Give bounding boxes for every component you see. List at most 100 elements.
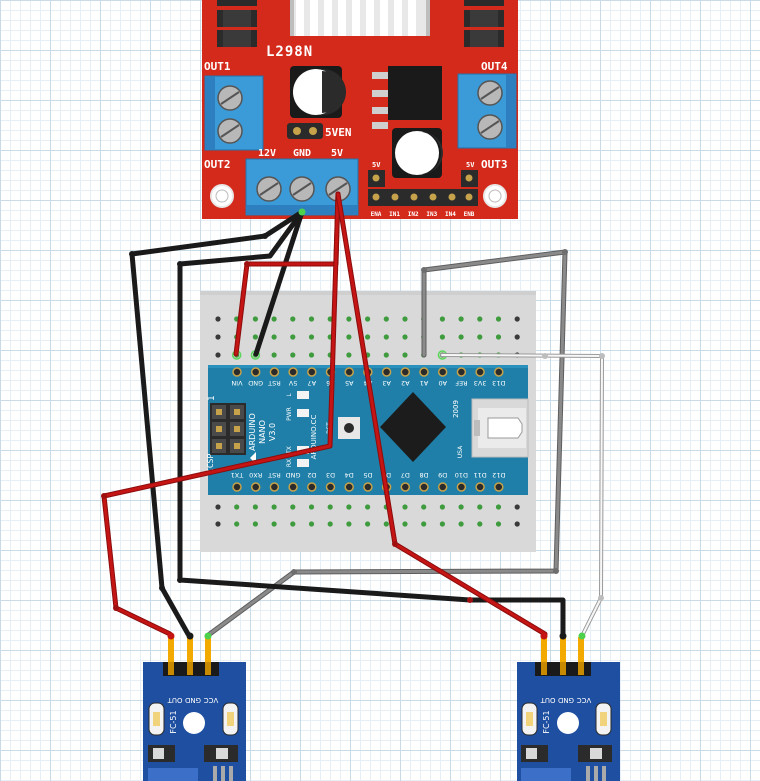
nano-pin-label-a5: A5 <box>345 379 354 387</box>
breadboard-hole <box>271 521 277 527</box>
breadboard-hole <box>402 504 408 510</box>
nano-pin-pad <box>437 482 448 492</box>
breadboard-hole <box>271 504 277 510</box>
breadboard-hole <box>252 521 258 527</box>
5ven-jumper <box>287 123 323 139</box>
breadboard-hole <box>439 334 445 340</box>
out2-label: OUT2 <box>204 158 231 171</box>
reset-button-icon <box>344 423 354 433</box>
breadboard-hole <box>346 521 352 527</box>
nano-pin-pad <box>288 367 298 377</box>
sensor-left-pin-vcc: VCC <box>204 696 219 704</box>
breadboard-hole <box>252 504 258 510</box>
breadboard-hole <box>458 334 464 340</box>
breadboard-hole <box>346 352 352 358</box>
breadboard-hole <box>290 352 296 358</box>
board-version: V3.0 <box>268 423 277 441</box>
breadboard-hole <box>458 316 464 322</box>
ir-sensor-left: OUT GND VCC FC-51 <box>143 662 246 781</box>
control-pin-label-in1: IN1 <box>389 211 400 218</box>
potentiometer-icon <box>148 768 198 781</box>
breadboard-hole <box>458 521 464 527</box>
mini-usb-port-icon <box>471 398 529 458</box>
sensor-left-pin-gnd: GND <box>185 696 201 704</box>
nano-pin-pad <box>344 367 354 377</box>
nano-pin-label-gnd: GND <box>286 471 301 479</box>
wire-black-gnd-nano[interactable] <box>253 209 305 357</box>
nano-pin-label-d2: D2 <box>307 471 316 479</box>
sensor-left-pin-out: OUT <box>167 696 183 704</box>
breadboard-hole <box>421 504 427 510</box>
breadboard-hole <box>271 352 277 358</box>
nano-pin-pad <box>475 367 485 377</box>
nano-pin-label-d13: D13 <box>492 379 505 387</box>
heatsink-icon <box>290 0 430 36</box>
l298n-driver-module: L298N OUT1 OUT4 <box>202 0 518 219</box>
sensor-right-pin-gnd: GND <box>558 696 574 704</box>
board-usa-label: USA <box>457 445 464 458</box>
breadboard-hole <box>383 352 389 358</box>
breadboard-hole <box>215 521 221 527</box>
mounting-hole-icon <box>183 712 205 734</box>
nano-pin-label-rst: RST <box>268 471 281 479</box>
board-subname: NANO <box>258 420 267 444</box>
nano-pin-label-a1: A1 <box>420 379 429 387</box>
nano-pin-pad <box>307 367 317 377</box>
led-rx-label: RX <box>286 459 293 467</box>
breadboard-hole <box>308 504 315 510</box>
nano-pin-pad <box>232 367 242 377</box>
nano-pin-pad <box>232 482 242 492</box>
nano-pin-label-d6: D6 <box>382 471 391 479</box>
out3-label: OUT3 <box>481 158 508 171</box>
breadboard-hole <box>234 504 240 510</box>
breadboard-hole <box>421 521 427 527</box>
nano-pin-label-rx0: RX0 <box>249 471 262 479</box>
5v-label: 5V <box>331 148 343 159</box>
control-pin-label-in4: IN4 <box>445 211 456 218</box>
12v-label: 12V <box>258 148 276 159</box>
nano-pin-pad <box>250 482 261 492</box>
nano-pin-pad <box>475 482 485 492</box>
voltage-regulator-icon <box>372 66 442 129</box>
nano-pin-pad <box>400 482 411 492</box>
breadboard-hole <box>365 316 371 322</box>
nano-pin-label-a0: A0 <box>438 379 447 387</box>
led-l-label: L <box>286 393 293 397</box>
breadboard-hole <box>308 316 315 322</box>
nano-pin-label-d5: D5 <box>363 471 372 479</box>
nano-pin-label-d12: D12 <box>492 471 505 479</box>
breadboard-hole <box>365 334 371 340</box>
breadboard-hole <box>383 521 389 527</box>
board-site: ARDUINO.CC <box>310 415 318 460</box>
breadboard-hole <box>271 316 277 322</box>
driver-gnd-connection <box>298 208 306 216</box>
breadboard-hole <box>439 504 445 510</box>
nano-pin-pad <box>400 367 411 377</box>
breadboard-hole <box>327 504 333 510</box>
wires <box>101 191 605 639</box>
potentiometer-icon <box>521 768 571 781</box>
nano-pin-pad <box>269 367 280 377</box>
nano-pin-label-ref: REF <box>455 379 468 387</box>
nano-pin-label-d7: D7 <box>401 471 410 479</box>
breadboard-hole <box>308 521 315 527</box>
nano-pin-pad <box>456 367 467 377</box>
control-pin-label-in3: IN3 <box>426 211 437 218</box>
out4-terminal-block <box>457 73 517 149</box>
nano-pin-pad <box>325 482 336 492</box>
nano-pin-label-a3: A3 <box>382 379 391 387</box>
breadboard-hole <box>495 504 502 510</box>
breadboard-hole <box>215 504 221 510</box>
breadboard-hole <box>215 334 221 340</box>
nano-pin-label-3v3: 3V3 <box>474 379 487 387</box>
out4-label: OUT4 <box>481 60 508 73</box>
nano-pin-pad <box>494 367 504 377</box>
icsp-label: ICSP <box>206 454 215 473</box>
breadboard-hole <box>346 504 352 510</box>
breadboard-hole <box>477 504 483 510</box>
breadboard-hole <box>514 334 520 340</box>
led-l-icon <box>297 391 309 399</box>
breadboard-hole <box>271 334 277 340</box>
